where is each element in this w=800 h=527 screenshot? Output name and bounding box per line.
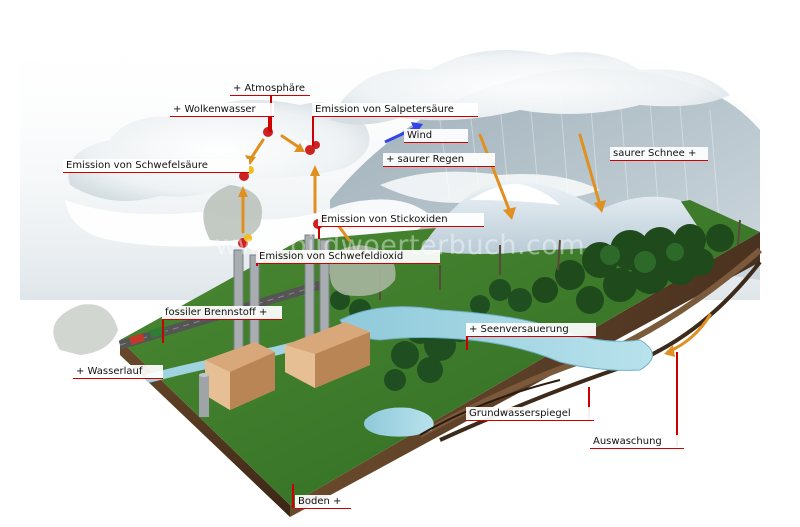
label-wolkenwasser[interactable]: + Wolkenwasser (170, 103, 274, 117)
label-wasserlauf[interactable]: + Wasserlauf (73, 365, 163, 379)
leader-line-stickoxiden (318, 227, 320, 239)
leader-line-seenversauerung (466, 336, 468, 350)
label-saurer-schnee[interactable]: saurer Schnee + (610, 147, 708, 161)
leader-line-grundwasserspiegel (588, 387, 590, 421)
label-emission-salpetersaeure: Emission von Salpetersäure (312, 103, 478, 117)
label-boden[interactable]: Boden + (295, 495, 351, 509)
label-saurer-regen[interactable]: + saurer Regen (383, 153, 495, 167)
label-auswaschung: Auswaschung (590, 435, 684, 449)
label-fossiler-brennstoff[interactable]: fossiler Brennstoff + (162, 306, 282, 320)
label-seenversauerung[interactable]: + Seenversauerung (466, 323, 596, 337)
leader-line-auswaschung (676, 352, 678, 447)
label-emission-schwefeldioxid: Emission von Schwefeldioxid (256, 250, 440, 264)
leader-line-fossiler-brennstoff (162, 319, 164, 343)
label-emission-stickoxiden: Emission von Stickoxiden (318, 213, 484, 227)
leader-line-boden (292, 484, 294, 508)
label-wind: Wind (404, 129, 468, 143)
leader-line-wolkenwasser (268, 117, 270, 132)
leader-line-salpetersaeure (312, 116, 314, 146)
label-emission-schwefelsaeure: Emission von Schwefelsäure (63, 159, 249, 173)
label-grundwasserspiegel: Grundwasserspiegel (466, 407, 594, 421)
label-atmosphaere[interactable]: + Atmosphäre (230, 82, 310, 96)
molecule-icons (238, 127, 328, 248)
